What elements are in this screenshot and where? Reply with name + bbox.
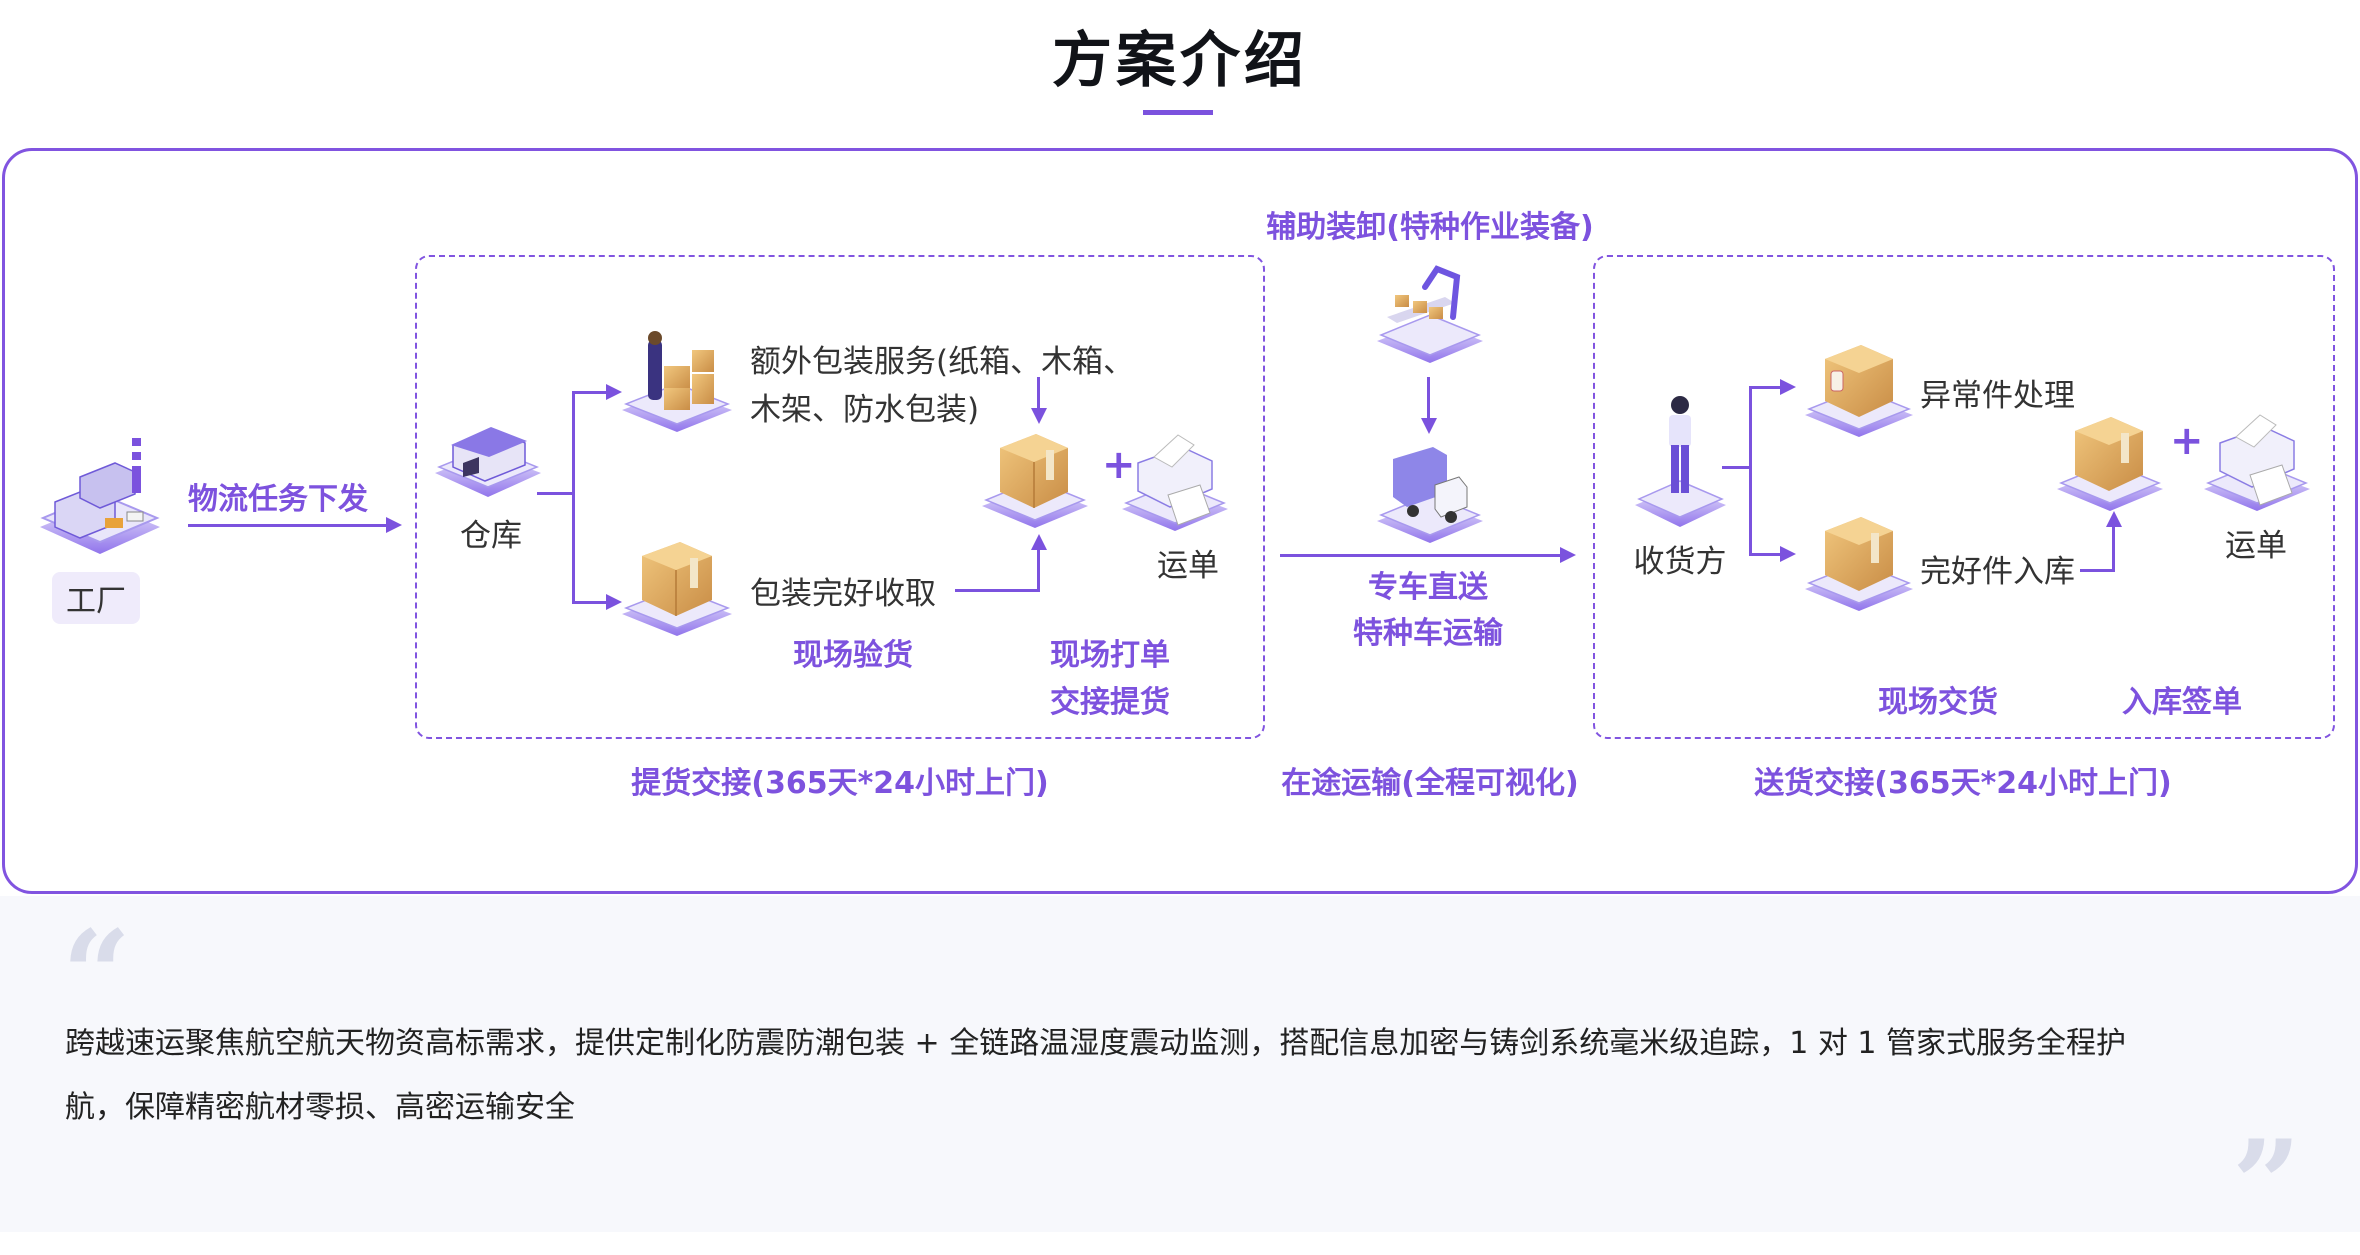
pickup-section-caption: 提货交接(365天*24小时上门) <box>631 766 1049 801</box>
warehouse-icon <box>433 415 543 500</box>
description-line-2: 航，保障精密航材零损、高密运输安全 <box>65 1090 575 1125</box>
description-panel <box>0 896 2360 1232</box>
waybill-label-delivery: 运单 <box>2225 528 2287 564</box>
plus-sign-delivery: + <box>2170 418 2204 464</box>
dispatch-arrow-head <box>386 517 402 533</box>
exception-label: 异常件处理 <box>1920 378 2075 414</box>
delivery-branch-bottom <box>1749 553 1781 556</box>
branch-line-bottom <box>572 601 608 604</box>
delivery-branch-top <box>1749 386 1781 389</box>
description-line-1: 跨越速运聚焦航空航天物资高标需求，提供定制化防震防潮包装 + 全链路温湿度震动监… <box>65 1026 2126 1061</box>
packed-box-icon <box>980 430 1090 530</box>
delivery-branch-vertical <box>1749 386 1752 555</box>
page-title: 方案介绍 <box>1052 26 1308 96</box>
truck-icon <box>1375 445 1485 545</box>
warehouse-label: 仓库 <box>460 518 522 554</box>
branch-line-top <box>572 391 608 394</box>
printer-icon <box>1120 433 1230 533</box>
intact-to-center-line <box>955 589 1039 592</box>
extra-packing-line2: 木架、防水包装) <box>750 392 980 428</box>
receiver-label: 收货方 <box>1633 544 1727 580</box>
special-vehicle-label: 特种车运输 <box>1353 616 1503 651</box>
intact-pickup-label: 包装完好收取 <box>750 576 936 612</box>
sign-label: 入库签单 <box>2122 685 2242 720</box>
direct-delivery-label: 专车直送 <box>1368 570 1488 605</box>
delivery-arrow-bottom <box>1780 546 1796 562</box>
print-label-1: 现场打单 <box>1050 638 1170 673</box>
description-text: 跨越速运聚焦航空航天物资高标需求，提供定制化防震防潮包装 + 全链路温湿度震动监… <box>65 1012 2265 1140</box>
pickup-section-box <box>415 255 1265 739</box>
transit-section-caption: 在途运输(全程可视化) <box>1281 766 1579 801</box>
robot-to-truck-arrow <box>1421 418 1437 434</box>
intact-to-center-vertical <box>1037 548 1040 592</box>
open-quote-icon: “ <box>62 904 132 1045</box>
storage-to-box-arrow <box>2106 511 2122 527</box>
robot-arm-icon <box>1375 265 1485 365</box>
factory-label: 工厂 <box>52 572 140 624</box>
receiver-person-icon <box>1633 395 1728 530</box>
extra-packing-line1: 额外包装服务(纸箱、木箱、 <box>750 344 1135 380</box>
tagged-box-icon <box>1803 343 1915 438</box>
intact-box-icon <box>1803 513 1915 613</box>
stored-box-icon <box>2055 413 2165 513</box>
transit-arrow-line <box>1280 554 1562 557</box>
storage-to-box-vertical <box>2112 525 2115 572</box>
packing-down-arrow <box>1031 408 1047 424</box>
close-quote-icon: ” <box>2232 1114 2302 1255</box>
plus-sign-pickup: + <box>1102 442 1136 488</box>
transit-arrow-head <box>1560 547 1576 563</box>
branch-vertical-line <box>572 391 575 604</box>
robot-to-truck-line <box>1427 377 1430 419</box>
factory-icon <box>35 432 165 557</box>
transit-top-label: 辅助装卸(特种作业装备) <box>1266 210 1594 245</box>
warehouse-branch-line <box>537 492 574 495</box>
box-icon <box>620 538 735 638</box>
delivery-section-caption: 送货交接(365天*24小时上门) <box>1754 766 2172 801</box>
printer-icon-delivery <box>2202 413 2312 513</box>
intact-to-center-arrow <box>1031 534 1047 550</box>
dispatch-label: 物流任务下发 <box>188 482 368 517</box>
packing-worker-icon <box>620 328 735 433</box>
intact-storage-label: 完好件入库 <box>1920 554 2075 590</box>
inspect-label: 现场验货 <box>793 638 913 673</box>
print-label-2: 交接提货 <box>1050 685 1170 720</box>
packing-down-line <box>1037 377 1040 409</box>
branch-arrow-bottom <box>606 594 622 610</box>
dispatch-arrow-line <box>188 524 386 527</box>
title-underline <box>1143 110 1213 115</box>
branch-arrow-top <box>606 384 622 400</box>
waybill-label-pickup: 运单 <box>1157 548 1219 584</box>
handover-label: 现场交货 <box>1878 685 1998 720</box>
storage-to-box-line <box>2080 569 2115 572</box>
receiver-branch-line <box>1722 466 1752 469</box>
delivery-arrow-top <box>1780 379 1796 395</box>
delivery-section-box <box>1593 255 2335 739</box>
